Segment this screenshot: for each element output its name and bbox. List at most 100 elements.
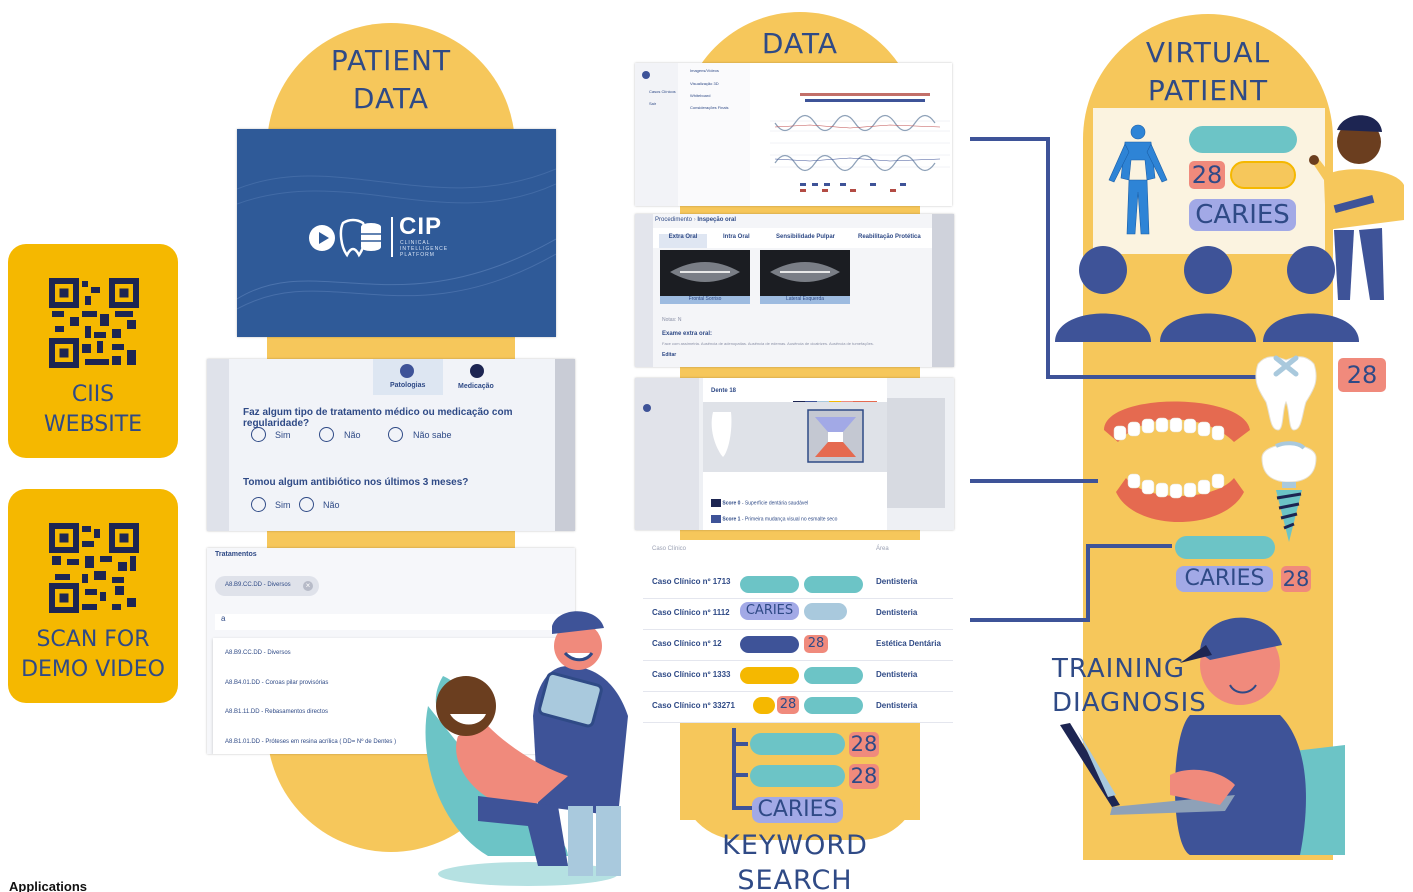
table-row[interactable]: Caso Clínico nº 1713 Dentisteria	[643, 568, 953, 599]
caries-tag: CARIES	[1176, 566, 1273, 592]
radio-sim[interactable]	[251, 497, 266, 512]
edit-link[interactable]: Editar	[662, 352, 677, 358]
connector-line	[1086, 544, 1172, 548]
footer-caption: Applications	[9, 879, 88, 892]
tooth-title: Dente 18	[711, 388, 737, 394]
training-diagnosis-label: TRAINING DIAGNOSIS	[1052, 654, 1207, 718]
number-badge: 28	[777, 696, 799, 714]
qr-label-demo-video: SCAN FOR DEMO VIDEO	[21, 627, 165, 682]
radio-label: Não sabe	[413, 430, 452, 440]
list-item[interactable]: A8.B1.01.DD - Próteses em resina acrílic…	[225, 739, 397, 745]
tooth-panel: Dente 18 Score 0 - Superfície dentária s…	[703, 378, 887, 530]
tag-pill	[740, 636, 799, 653]
tooth-3d-view[interactable]	[703, 402, 887, 472]
treatments-screen: Tratamentos A8.B9.CC.DD - Diversos × a A…	[207, 548, 575, 754]
score-row[interactable]: Score 1 - Primeira mudança visual no esm…	[711, 515, 837, 523]
tab-medicacao[interactable]: Medicação	[453, 359, 503, 395]
tab-reabilitacao[interactable]: Reabilitação Protética	[858, 234, 921, 240]
presenter-illustration	[1309, 115, 1404, 300]
radio-label: Sim	[275, 500, 291, 510]
tooth-icon	[1255, 355, 1317, 431]
caries-tag: CARIES	[1189, 199, 1296, 231]
tag-pill	[804, 697, 863, 714]
breadcrumb: Procedimento › Inspeção oral	[655, 217, 737, 223]
right-sidebar	[555, 359, 575, 531]
title-patient-data: PATIENT DATA	[330, 44, 452, 115]
treatments-heading: Tratamentos	[215, 551, 257, 558]
list-item[interactable]: A8.B9.CC.DD - Diversos	[225, 650, 291, 656]
radio-sim[interactable]	[251, 427, 266, 442]
xray-image[interactable]	[660, 250, 750, 296]
periodontal-chart	[770, 93, 950, 192]
number-badge: 28	[1338, 358, 1386, 392]
tab-patologias[interactable]: Patologias	[373, 359, 443, 395]
left-sidebar: Casos Clínicos Sair	[635, 63, 678, 206]
tag-pill	[753, 697, 775, 714]
number-badge: 28	[804, 635, 828, 653]
tooth-database-icon	[339, 218, 381, 258]
play-icon[interactable]	[309, 225, 335, 251]
col-header-case: Caso Clínico	[652, 546, 687, 552]
student-laptop-illustration	[1060, 617, 1345, 855]
audience-silhouettes	[1055, 246, 1359, 342]
cip-logo-text: CIP	[399, 213, 443, 240]
treatment-chip[interactable]: A8.B9.CC.DD - Diversos ×	[215, 576, 319, 596]
list-item[interactable]: A8.B4.01.DD - Coroas pilar provisórias	[225, 680, 329, 686]
tree-trunk	[732, 728, 736, 810]
qr-card-website[interactable]: CIIS WEBSITE	[8, 244, 178, 458]
xray-image[interactable]	[760, 250, 850, 296]
tab-dot	[400, 364, 414, 378]
number-badge: 28	[849, 732, 879, 757]
questionnaire-screen: Patologias Medicação Faz algum tipo de t…	[207, 359, 575, 531]
dropdown-list: A8.B9.CC.DD - Diversos A8.B4.01.DD - Cor…	[213, 638, 573, 754]
tab-extra-oral[interactable]: Extra Oral	[659, 234, 707, 248]
qr-card-demo-video[interactable]: SCAN FOR DEMO VIDEO	[8, 489, 178, 703]
keyword-search-label: KEYWORD SEARCH	[722, 830, 868, 892]
dentures-icon	[1104, 401, 1250, 522]
oral-exam-screen: Procedimento › Inspeção oral Extra Oral …	[635, 214, 954, 367]
teeth-grid	[887, 398, 945, 508]
tab-intra-oral[interactable]: Intra Oral	[723, 234, 750, 240]
tree-branch	[732, 806, 752, 810]
notes: Notas: N	[662, 317, 682, 323]
table-row[interactable]: Caso Clínico nº 1333 Dentisteria	[643, 661, 953, 692]
connector-line	[1046, 375, 1256, 379]
radio-nao[interactable]	[319, 427, 334, 442]
list-item[interactable]: A8.B1.11.DD - Rebasamentos directos	[225, 709, 328, 715]
app-logo	[642, 71, 650, 79]
close-icon[interactable]: ×	[303, 581, 313, 591]
cip-video-splash[interactable]: CIP CLINICAL INTELLIGENCE PLATFORM	[237, 129, 556, 337]
submenu: Imagens/Vídeos Visualização 3D Whiteboar…	[678, 63, 750, 206]
tree-branch	[732, 773, 748, 777]
radio-nao-sabe[interactable]	[388, 427, 403, 442]
table-row[interactable]: Caso Clínico nº 12 28 Estética Dentária	[643, 630, 953, 661]
radio-label: Não	[344, 430, 361, 440]
left-sidebar	[635, 214, 653, 367]
score-swatch	[711, 515, 721, 523]
tag-pill	[1189, 126, 1297, 153]
tag-pill	[740, 576, 799, 593]
3d-body-model-icon	[1108, 124, 1168, 235]
exam-title: Exame extra oral:	[662, 331, 713, 337]
tab-dot	[470, 364, 484, 378]
question-2: Tomou algum antibiótico nos últimos 3 me…	[243, 477, 469, 488]
score-row[interactable]: Score 0 - Superfície dentária saudável	[711, 499, 808, 507]
tag-pill	[804, 667, 863, 684]
radio-nao[interactable]	[299, 497, 314, 512]
question-1: Faz algum tipo de tratamento médico ou m…	[243, 407, 513, 429]
wave-lines-decoration	[237, 168, 556, 310]
table-row[interactable]: Caso Clínico nº 33271 28 Dentisteria	[643, 692, 953, 723]
qr-code-icon	[49, 523, 139, 613]
tag-pill	[804, 576, 863, 593]
tag-pill	[804, 603, 847, 620]
qr-label-website: CIIS WEBSITE	[43, 382, 143, 437]
title-virtual-patient: VIRTUAL PATIENT	[1145, 36, 1271, 107]
implant-icon	[1261, 441, 1317, 542]
tag-pill	[740, 667, 799, 684]
caries-tag: CARIES	[752, 797, 843, 823]
cip-logo-subtitle: CLINICAL INTELLIGENCE PLATFORM	[400, 240, 449, 258]
table-row[interactable]: Caso Clínico nº 1112 CARIES Dentisteria	[643, 599, 953, 630]
tab-sensibilidade[interactable]: Sensibilidade Pulpar	[776, 234, 836, 240]
tree-branch	[732, 742, 748, 746]
search-input[interactable]: a	[215, 614, 565, 630]
